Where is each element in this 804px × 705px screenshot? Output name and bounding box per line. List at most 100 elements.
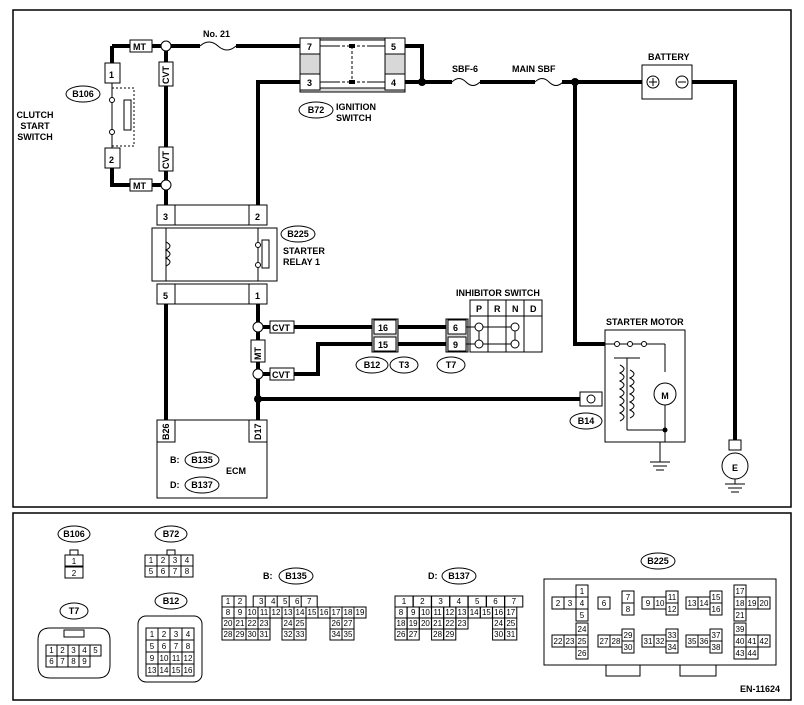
connector-pin-cell — [504, 628, 518, 641]
connector-pin-label: 15 — [712, 593, 721, 602]
svg-text:3: 3 — [307, 78, 312, 88]
connector-pin-label: 14 — [296, 608, 305, 617]
connector-pin-label: 42 — [760, 637, 769, 646]
svg-text:STARTER: STARTER — [283, 246, 325, 256]
connector-pin-label: 41 — [748, 637, 757, 646]
svg-text:ECM: ECM — [226, 466, 246, 476]
connector-pin-label: 25 — [296, 619, 305, 628]
connector-pin-label: 1 — [402, 597, 407, 606]
connector-pin-label: 9 — [411, 608, 416, 617]
connector-pin-label: 37 — [712, 631, 721, 640]
clutch-start-switch: 1 2 CLUTCH START SWITCH B106 — [17, 62, 135, 169]
svg-text:2: 2 — [255, 212, 260, 222]
connector-pin-cell — [733, 608, 747, 622]
connector-pin-label: 27 — [344, 619, 353, 628]
connector-pin-label: 2 — [162, 630, 167, 639]
svg-text:BATTERY: BATTERY — [648, 52, 690, 62]
connector-pin-cell — [575, 608, 589, 622]
connector-pin-label: 6 — [162, 642, 167, 651]
connector-pin-label: 23 — [458, 619, 467, 628]
connector-pin-label: 3 — [174, 630, 179, 639]
svg-text:B72: B72 — [308, 105, 325, 115]
connector-pin-label: 39 — [736, 625, 745, 634]
connector-pin-label: 35 — [688, 637, 697, 646]
connector-pin-label: 24 — [578, 625, 587, 634]
svg-text:STARTER MOTOR: STARTER MOTOR — [606, 317, 684, 327]
connector-pin-cell — [455, 617, 469, 630]
connector-pin-label: 10 — [656, 599, 665, 608]
connector-pin-cell — [181, 663, 195, 677]
svg-text:INHIBITOR SWITCH: INHIBITOR SWITCH — [456, 288, 540, 298]
fuse-sbf6: SBF-6 — [451, 64, 481, 86]
connector-pin-cell — [406, 628, 420, 641]
fuse-21: No. 21 — [199, 29, 237, 51]
ignition-switch: 7 3 5 4 B72 IGNITION SWITCH — [298, 37, 406, 123]
connector-pin-label: 21 — [433, 619, 442, 628]
connector-pin-label: 11 — [668, 593, 677, 602]
connector-pin-label: 40 — [736, 637, 745, 646]
ground-e: E — [721, 439, 749, 493]
connector-pin-label: 36 — [700, 637, 709, 646]
connector-pin-label: 4 — [82, 646, 87, 655]
connector-pin-label: 2 — [420, 597, 425, 606]
connector-pin-label: 32 — [656, 637, 665, 646]
connector-pin-label: 13 — [458, 608, 467, 617]
connector-pin-label: 1 — [150, 630, 155, 639]
connector-pin-label: 8 — [399, 608, 404, 617]
svg-text:B12: B12 — [163, 596, 180, 606]
connector-pin-label: 18 — [344, 608, 353, 617]
connector-pin-label: 14 — [700, 599, 709, 608]
svg-text:R: R — [494, 304, 501, 314]
connector-pin-label: 8 — [626, 605, 631, 614]
connector-pin-label: 13 — [148, 666, 157, 675]
svg-text:4: 4 — [391, 78, 396, 88]
connector-pin-label: 3 — [71, 646, 76, 655]
connector-pin-label: 24 — [494, 619, 503, 628]
svg-text:SBF-6: SBF-6 — [452, 64, 478, 74]
starter-motor: STARTER MOTOR M B14 — [569, 317, 686, 471]
svg-text:MAIN SBF: MAIN SBF — [512, 64, 556, 74]
svg-text:9: 9 — [453, 340, 458, 350]
ecm: B26 D17 B: B135 D: B137 ECM — [156, 419, 268, 499]
connector-pin-label: 5 — [93, 646, 98, 655]
connector-pin-label: 11 — [433, 608, 442, 617]
connector-pin-label: 5 — [580, 611, 585, 620]
connector-pin-label: 6 — [295, 597, 300, 606]
connector-pin-label: 26 — [332, 619, 341, 628]
svg-text:1: 1 — [72, 557, 77, 566]
svg-text:MT: MT — [253, 347, 263, 360]
connector-pin-label: 8 — [185, 567, 190, 576]
legend-frame — [12, 512, 792, 701]
connector-pin-label: 10 — [421, 608, 430, 617]
svg-text:START: START — [20, 121, 50, 131]
connector-pin-label: 7 — [174, 642, 179, 651]
svg-text:2: 2 — [109, 155, 114, 165]
legend-b106: B106 1 2 — [57, 525, 91, 579]
connector-pin-label: 44 — [748, 649, 757, 658]
svg-text:N: N — [512, 304, 519, 314]
svg-text:7: 7 — [307, 42, 312, 52]
svg-text:D:: D: — [170, 480, 180, 490]
connector-pin-label: 19 — [409, 619, 418, 628]
connector-pin-label: 8 — [226, 608, 231, 617]
svg-text:D:: D: — [428, 571, 438, 581]
connector-pin-label: 11 — [260, 608, 269, 617]
connector-pin-label: 29 — [624, 631, 633, 640]
connector-pin-label: 22 — [445, 619, 454, 628]
connector-pin-label: 14 — [160, 666, 169, 675]
connector-pin-label: 8 — [186, 642, 191, 651]
connector-pin-label: 7 — [512, 597, 517, 606]
connector-pin-label: 35 — [344, 630, 353, 639]
svg-text:3: 3 — [163, 212, 168, 222]
svg-text:MT: MT — [133, 181, 146, 191]
connector-pin-label: 10 — [160, 654, 169, 663]
connector-pin-label: 38 — [712, 643, 721, 652]
connector-pin-label: 13 — [284, 608, 293, 617]
connector-pin-label: 3 — [259, 597, 264, 606]
connector-pin-label: 10 — [248, 608, 257, 617]
connector-pin-label: 7 — [60, 657, 65, 666]
